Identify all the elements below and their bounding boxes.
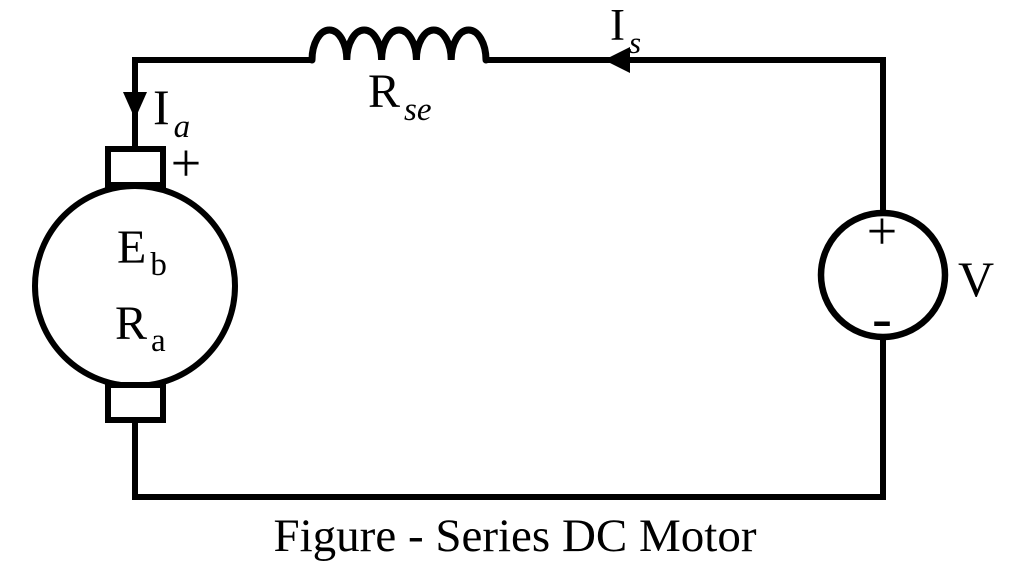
armature-current-arrow-icon (123, 92, 147, 119)
armature-current-subscript: a (174, 109, 191, 145)
supply-voltage-label: V (958, 251, 994, 307)
series-resistance-symbol: R (368, 65, 400, 118)
back-emf-label: E b (117, 221, 167, 283)
armature-current-symbol: I (153, 79, 170, 135)
figure-caption: Figure - Series DC Motor (273, 510, 756, 562)
armature-resistance-subscript: a (151, 323, 166, 359)
motor-circle (32, 183, 238, 389)
source-positive-sign: + (867, 201, 897, 261)
supply-current-symbol: I (610, 0, 625, 50)
voltage-source-circle (817, 209, 949, 341)
wire-motor-to-inductor (132, 57, 312, 149)
series-resistance-label: R se (368, 65, 432, 128)
series-resistance-subscript: se (404, 92, 432, 128)
armature-resistance-label: R a (115, 297, 166, 359)
armature-current-label: I a (153, 79, 190, 145)
motor-brush-top (105, 146, 166, 188)
series-inductor (308, 26, 490, 64)
motor-brush-bottom (105, 382, 166, 423)
circuit-lines (32, 26, 949, 500)
motor-positive-sign: + (171, 133, 201, 193)
back-emf-symbol: E (117, 221, 146, 274)
circuit-labels: I a I s R se E b R a (115, 0, 994, 562)
supply-current-arrow-icon (604, 47, 630, 73)
source-negative-sign: - (872, 285, 892, 351)
current-arrows (123, 47, 630, 119)
back-emf-subscript: b (150, 247, 167, 283)
wire-inductor-to-source (486, 57, 886, 214)
wire-source-to-motor (132, 336, 886, 500)
supply-current-label: I s (610, 0, 641, 60)
supply-current-subscript: s (629, 25, 641, 60)
armature-resistance-symbol: R (115, 297, 147, 350)
